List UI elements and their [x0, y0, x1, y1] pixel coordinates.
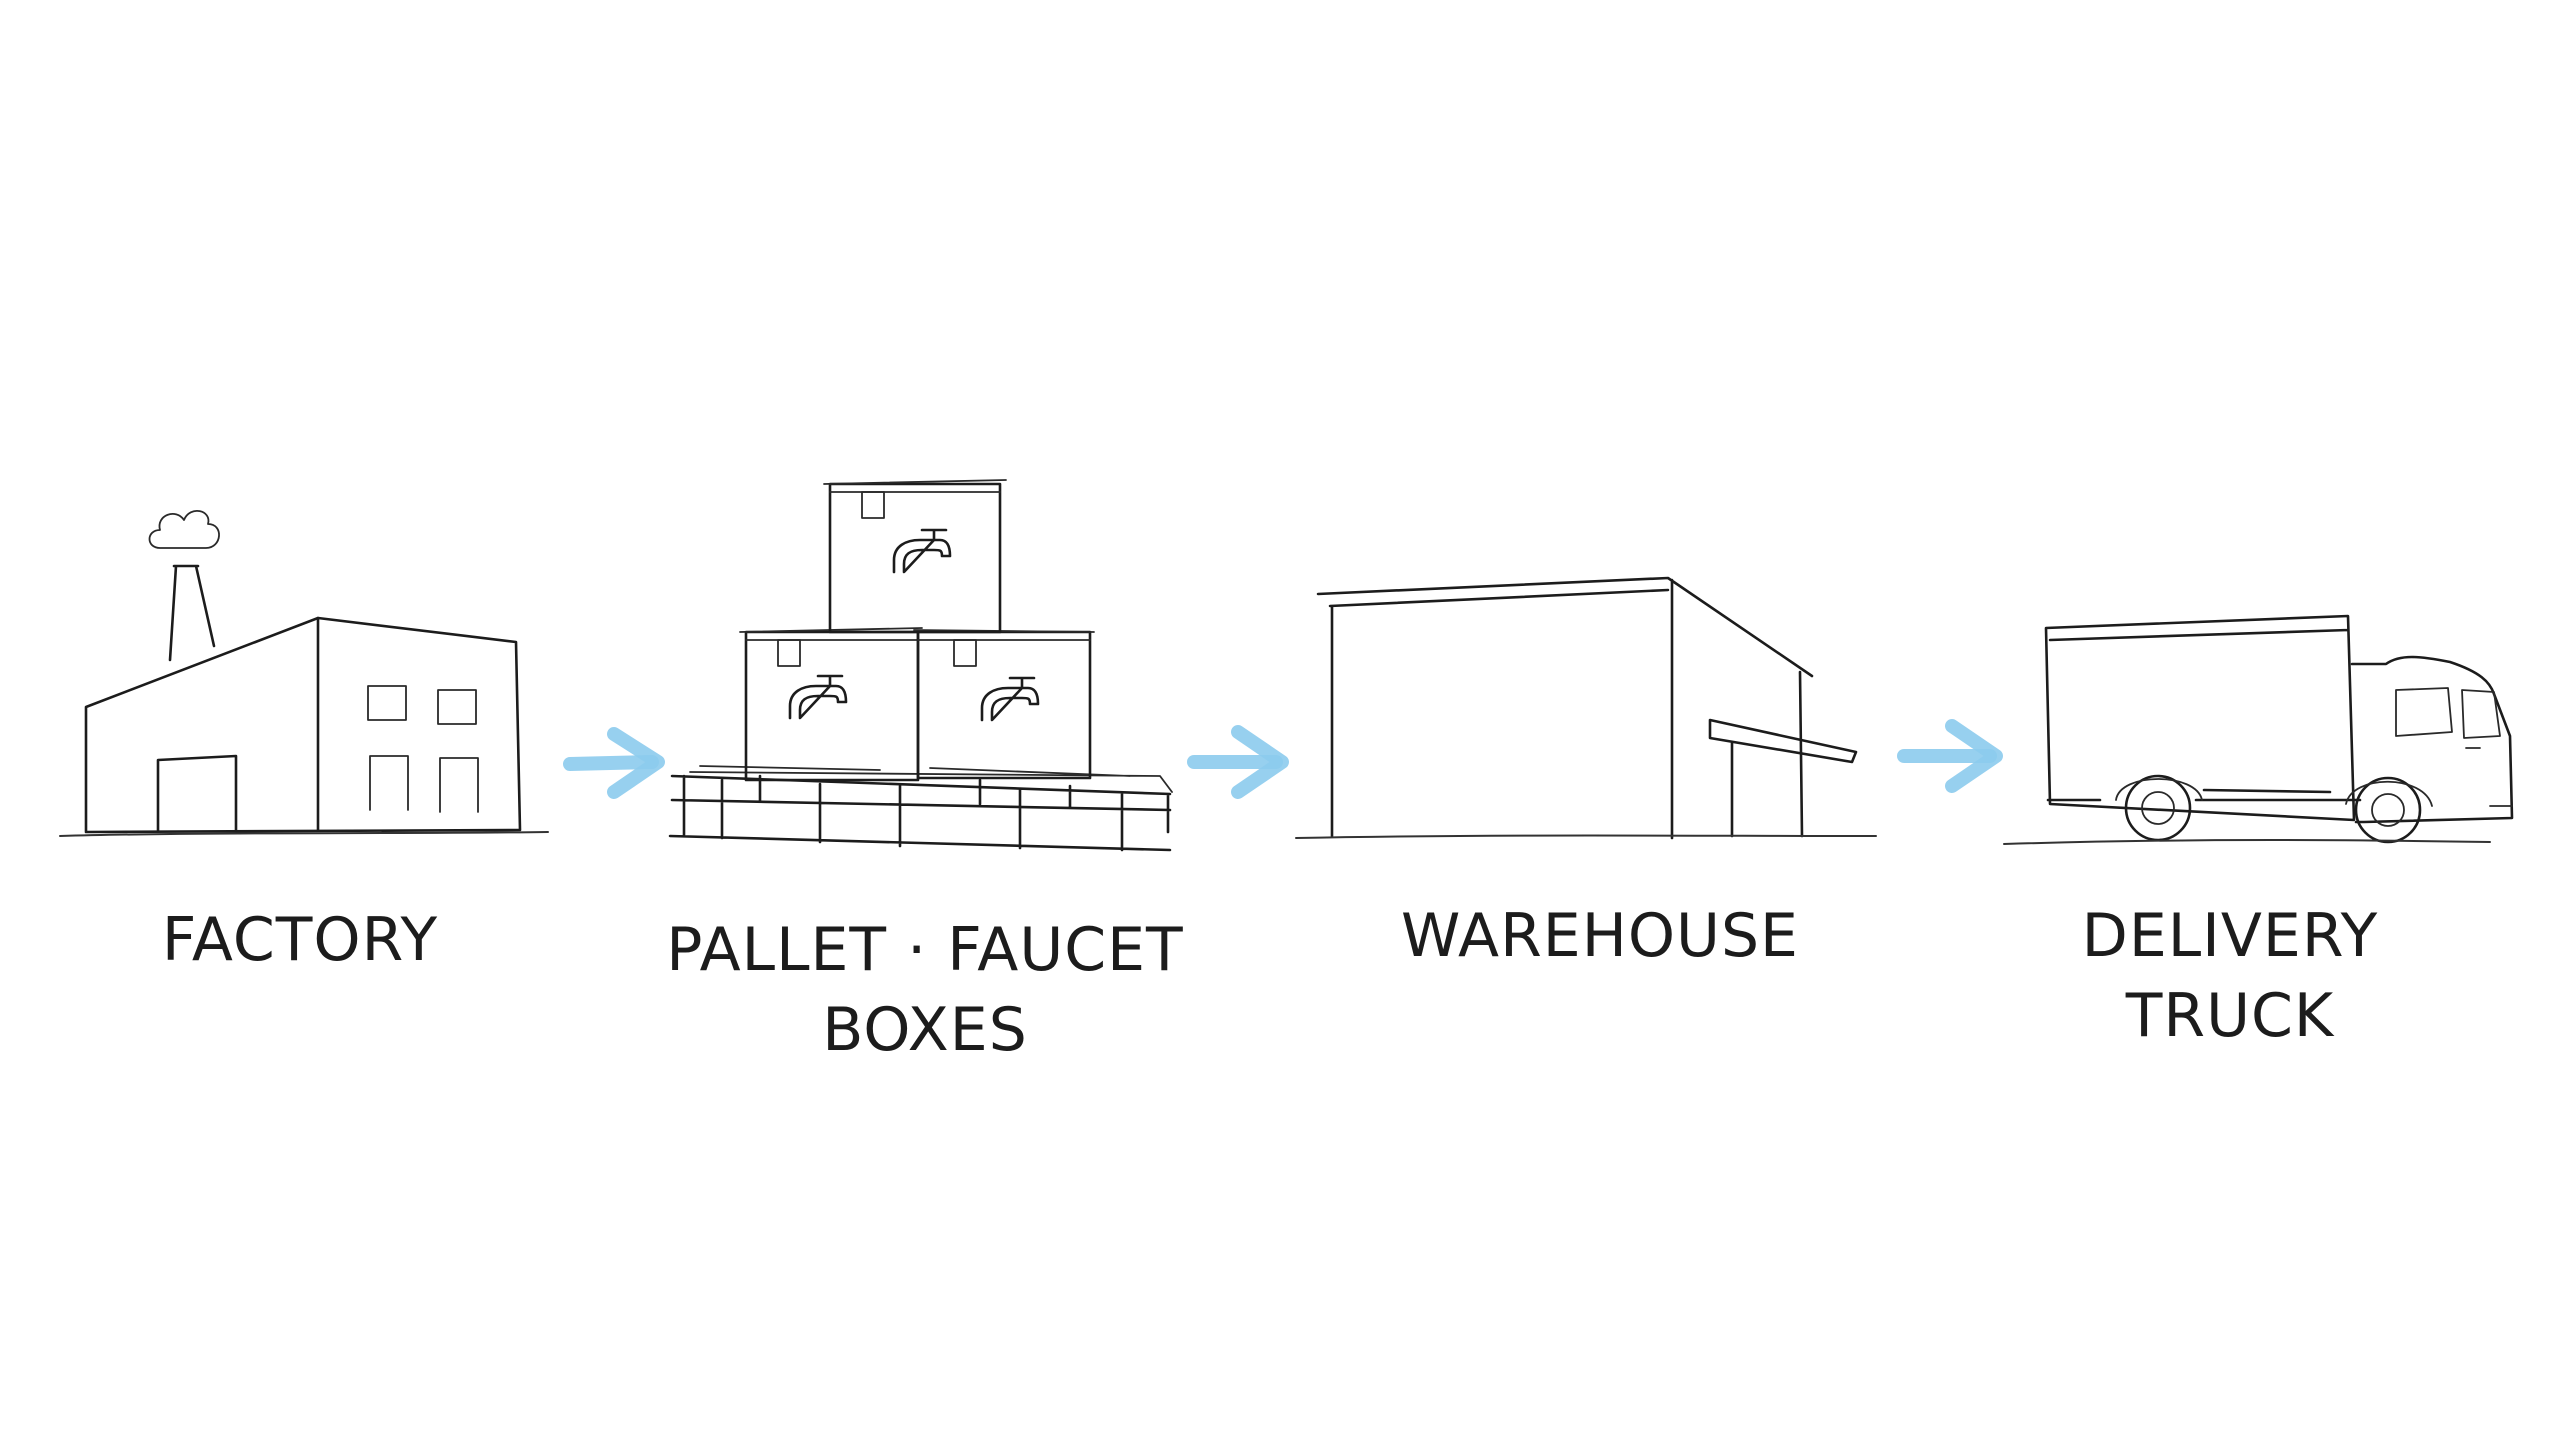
truck-wheel-hub: [2141, 791, 2175, 825]
factory-window: [439, 757, 479, 813]
faucet-icon: [788, 674, 848, 720]
warehouse-icon: [1295, 576, 1877, 840]
pallet-top: [689, 765, 1173, 793]
box-tag: [953, 639, 977, 667]
truck-chassis: [2046, 788, 2362, 802]
arrow-head: [1231, 725, 1289, 799]
faucet-icon: [892, 528, 952, 574]
delivery-truck-icon: [2003, 614, 2514, 845]
step-label-delivery-truck: DELIVERY TRUCK: [2040, 896, 2420, 1056]
truck-wheel: [2354, 776, 2422, 844]
step-label-text-line2: TRUCK: [2125, 981, 2335, 1051]
step-label-warehouse: WAREHOUSE: [1380, 896, 1820, 976]
pallet: [668, 774, 1172, 852]
loading-dock-canopy: [1708, 718, 1858, 838]
faucet-box: [916, 630, 1092, 780]
truck-cargo-box: [2044, 614, 2356, 822]
factory-door: [156, 754, 238, 832]
factory-window: [367, 685, 407, 721]
step-label-pallet-faucet-boxes: PALLET · FAUCET BOXES: [620, 910, 1230, 1070]
factory-building: [84, 616, 522, 834]
faucet-icon: [980, 676, 1040, 722]
ground-line: [1295, 834, 1877, 839]
box-tag: [861, 491, 885, 519]
step-label-text: DELIVERY: [2081, 901, 2379, 971]
ground-line: [59, 831, 549, 837]
arrow-head: [607, 727, 665, 799]
faucet-box: [828, 482, 1002, 634]
faucet-box: [744, 630, 920, 782]
arrow-right-icon: [1187, 725, 1289, 799]
step-label-text: WAREHOUSE: [1401, 901, 1799, 971]
arrow-right-icon: [1897, 719, 2003, 793]
ground-line: [2003, 839, 2491, 845]
warehouse-building: [1316, 576, 1814, 840]
factory-window: [437, 689, 477, 725]
box-flap: [823, 479, 1007, 493]
truck-bumper: [2465, 747, 2513, 807]
step-label-text-line2: BOXES: [822, 995, 1028, 1065]
step-label-factory: FACTORY: [130, 900, 470, 980]
chimney: [168, 564, 216, 662]
truck-cab-window: [2395, 687, 2501, 739]
step-label-text: PALLET · FAUCET: [666, 915, 1184, 985]
truck-wheel-hub: [2371, 793, 2405, 827]
box-flap: [913, 629, 1095, 641]
step-label-text: FACTORY: [161, 905, 439, 975]
box-tag: [777, 639, 801, 667]
pallet-faucet-boxes-icon: [668, 479, 1173, 852]
smoke-cloud: [148, 510, 220, 549]
arrow-head: [1945, 719, 2003, 793]
truck-cab: [2350, 655, 2514, 824]
truck-wheel-arch: [2115, 778, 2433, 807]
arrow-shaft: [563, 755, 659, 771]
factory-icon: [59, 510, 549, 837]
arrow-right-icon: [563, 727, 665, 799]
factory-window: [369, 755, 409, 811]
